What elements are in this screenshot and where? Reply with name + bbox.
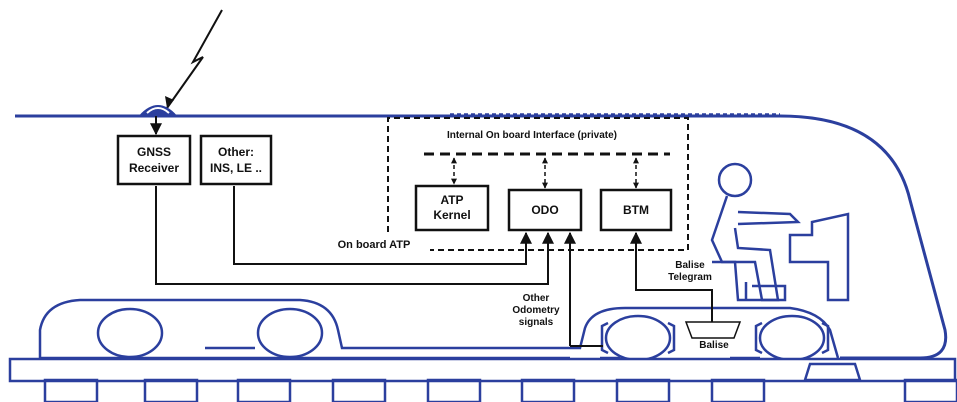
gnss-label-line2: Receiver bbox=[129, 161, 179, 175]
atp-label-line2: Kernel bbox=[433, 208, 470, 222]
gnss-label-line1: GNSS bbox=[137, 145, 171, 159]
balise-label: Balise bbox=[699, 340, 729, 351]
other-label-line1: Other: bbox=[218, 145, 254, 159]
btm-label: BTM bbox=[623, 203, 649, 217]
other-odometry-line1: Other bbox=[523, 293, 550, 304]
odo-box bbox=[507, 188, 583, 232]
data-flow-lines bbox=[155, 186, 713, 347]
onboard-atp-label: On board ATP bbox=[338, 239, 411, 251]
odo-label: ODO bbox=[531, 203, 558, 217]
sleepers bbox=[43, 362, 957, 402]
other-odometry-line2: Odometry bbox=[512, 305, 560, 316]
gnss-antenna-icon bbox=[137, 105, 179, 117]
rail bbox=[8, 357, 957, 383]
radio-signal-icon bbox=[166, 9, 223, 109]
bus-connections bbox=[451, 157, 639, 189]
interface-label: Internal On board Interface (private) bbox=[447, 130, 617, 141]
balise-icon bbox=[684, 321, 742, 339]
btm-box bbox=[599, 188, 673, 232]
other-sensors-box bbox=[199, 134, 273, 186]
signal-arrowhead bbox=[165, 96, 174, 108]
balise-telegram-line1: Balise bbox=[675, 260, 705, 271]
balise-telegram-line2: Telegram bbox=[668, 272, 712, 283]
other-odometry-line3: signals bbox=[519, 317, 554, 328]
atp-label-line1: ATP bbox=[440, 193, 463, 207]
train-body-outline bbox=[15, 114, 948, 360]
other-label-line2: INS, LE .. bbox=[210, 161, 262, 175]
onboard-atp-boundary bbox=[387, 117, 689, 251]
gnss-receiver-box bbox=[116, 134, 192, 186]
driver-figure-icon bbox=[710, 162, 850, 302]
atp-kernel-box bbox=[414, 184, 490, 232]
